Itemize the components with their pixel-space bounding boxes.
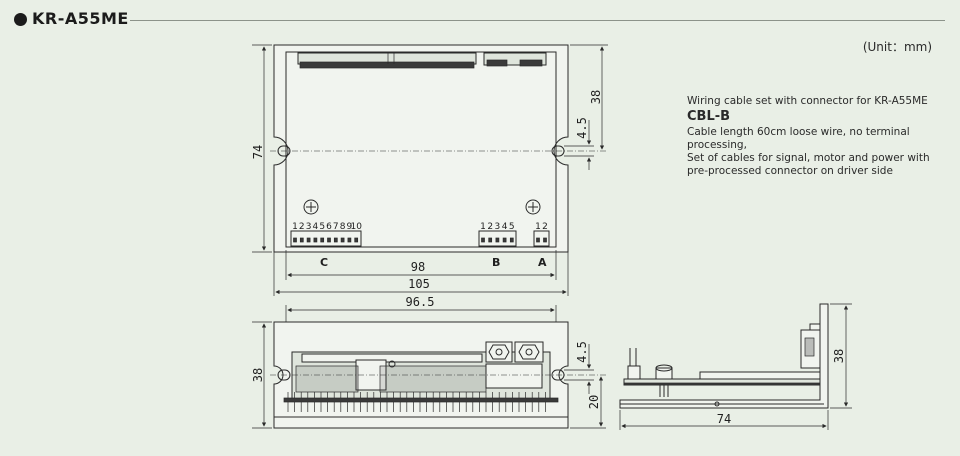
front-dim-4.5-label: 4.5	[575, 341, 589, 363]
connector-c-pin	[354, 237, 359, 243]
connector-b-pin	[502, 237, 507, 243]
connector-b-pin	[509, 237, 514, 243]
cable-line-2: Set of cables for signal, motor and powe…	[687, 152, 930, 177]
side-capacitor	[655, 367, 673, 380]
connector-c-pin-label: 5	[319, 222, 325, 232]
connector-a-pin-label: 1	[535, 222, 541, 232]
side-dim-38-label: 38	[832, 349, 846, 363]
connector-b-pin-label: 2	[487, 222, 493, 232]
dim-96.5-label: 96.5	[406, 295, 435, 309]
connector-c-pin-label: 4	[313, 222, 319, 232]
top-terminal-left	[486, 59, 508, 67]
connector-a-pin	[536, 237, 540, 243]
cable-notes: Wiring cable set with connector for KR-A…	[687, 95, 937, 178]
side-bracket	[619, 303, 829, 409]
connector-c-pin-label: 8	[340, 222, 346, 232]
connector-c-pin-label: 7	[333, 222, 339, 232]
front-dim-20-label: 20	[587, 395, 601, 409]
connector-b-pin-label: 1	[480, 222, 486, 232]
front-dim-38-label: 38	[251, 368, 265, 382]
front-terminal-1	[485, 341, 513, 363]
connector-b-pins	[481, 237, 514, 243]
connector-c-pin-label: 6	[326, 222, 332, 232]
connector-c-pin-label: 1	[292, 222, 298, 232]
connector-b-pin-label: 5	[509, 222, 515, 232]
connector-b-pin-label: 3	[495, 222, 501, 232]
connector-c-pin	[299, 237, 304, 243]
top-terminal-right	[519, 59, 543, 67]
dim-105-label: 105	[408, 277, 430, 291]
connector-c-pin	[347, 237, 352, 243]
connector-b-pin	[481, 237, 485, 243]
unit-label: (Unit：mm)	[862, 40, 932, 54]
connector-c-pin-label: 10	[350, 222, 362, 232]
model-title: KR-A55ME	[32, 9, 129, 28]
front-view: 96.5 38 4.5	[251, 295, 606, 429]
screw-icon	[303, 199, 319, 215]
dim-74-label: 74	[251, 145, 265, 159]
connector-c-pin	[313, 237, 318, 243]
header-rule	[130, 20, 945, 21]
connector-c-pin-label: 2	[299, 222, 305, 232]
connector-c-pin	[333, 237, 338, 243]
connector-c-label: C	[320, 256, 328, 269]
connector-a-pins	[536, 237, 547, 243]
connector-a-label: A	[538, 256, 547, 269]
connector-c-pin	[340, 237, 345, 243]
connector-b-pin	[495, 237, 500, 243]
section-header: KR-A55ME	[14, 6, 945, 34]
connector-a-pin	[543, 237, 547, 243]
connector-c-pin	[306, 237, 311, 243]
connector-a-pin-label: 2	[542, 222, 548, 232]
connector-c-pin	[293, 237, 297, 243]
dim-38-label: 38	[589, 90, 603, 104]
connector-b-pin-label: 4	[502, 222, 508, 232]
bullet-icon	[14, 13, 27, 26]
top-header-cap	[299, 61, 475, 69]
cable-line-1: Cable length 60cm loose wire, no termina…	[687, 126, 910, 151]
dim-98-label: 98	[411, 260, 425, 274]
connector-c-pins	[293, 237, 359, 243]
side-dim-74-label: 74	[717, 412, 731, 426]
cable-intro: Wiring cable set with connector for KR-A…	[687, 95, 928, 107]
connector-c-pin-label: 3	[306, 222, 312, 232]
cable-name: CBL-B	[687, 109, 731, 124]
connector-c-pin-label: 9	[347, 222, 353, 232]
connector-b-pin	[488, 237, 493, 243]
top-board	[285, 51, 557, 248]
screw-icon	[525, 199, 541, 215]
side-view: 38 74	[619, 303, 852, 430]
connector-c-pin	[327, 237, 331, 243]
dim-4.5-label: 4.5	[575, 117, 589, 139]
top-plate-outline	[273, 44, 569, 253]
connector-c-pin	[320, 237, 325, 243]
connector-b-label: B	[492, 256, 500, 269]
